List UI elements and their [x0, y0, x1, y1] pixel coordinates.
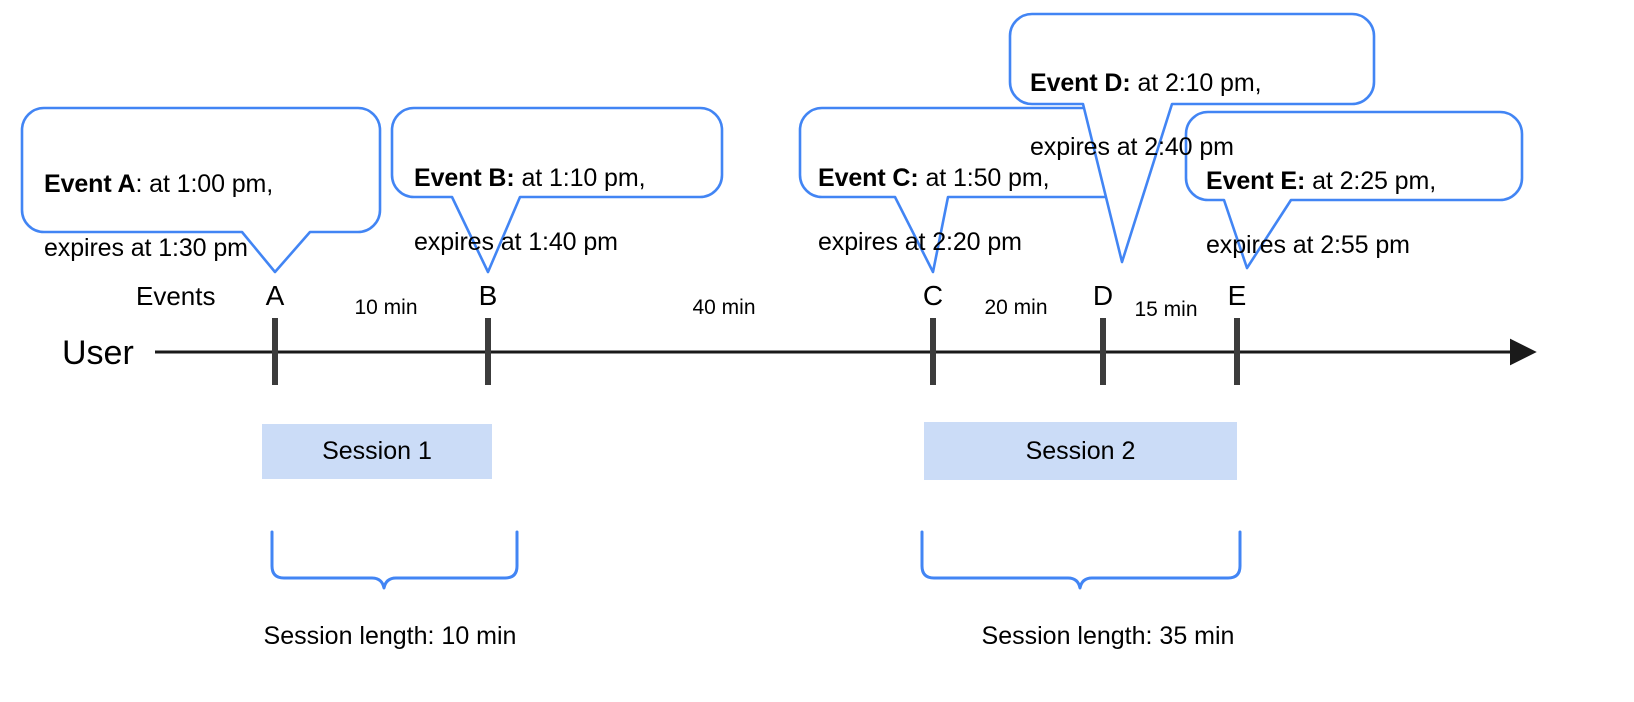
- callout-a-line1: Event A: at 1:00 pm,: [44, 170, 274, 198]
- callout-a-text: Event A: at 1:00 pm, expires at 1:30 pm: [44, 136, 374, 264]
- event-letter-d: D: [1092, 280, 1114, 311]
- event-letter-b: B: [478, 280, 498, 311]
- callout-event-a: [20, 106, 382, 274]
- events-row-label: Events: [136, 281, 216, 311]
- user-axis-label: User: [62, 334, 134, 372]
- interval-label-b-c: 40 min: [692, 296, 756, 319]
- callout-e-shape: [1184, 110, 1524, 270]
- callout-b-line1: Event B: at 1:10 pm,: [414, 164, 646, 192]
- session-2-label: Session 2: [1025, 436, 1136, 465]
- callout-event-d: [1008, 12, 1376, 264]
- session-box-2: Session 2: [924, 422, 1237, 480]
- callout-b-line2: expires at 1:40 pm: [414, 228, 618, 256]
- interval-label-a-b: 10 min: [354, 296, 418, 319]
- callout-d-shape: [1008, 12, 1376, 264]
- callout-e-line1: Event E: at 2:25 pm,: [1206, 167, 1437, 195]
- callout-c-line2: expires at 2:20 pm: [818, 228, 1022, 256]
- callout-e-line2: expires at 2:55 pm: [1206, 231, 1410, 259]
- callout-a-shape: [20, 106, 382, 274]
- callout-b-text: Event B: at 1:10 pm, expires at 1:40 pm: [414, 130, 714, 258]
- callout-b-shape: [390, 106, 724, 274]
- event-letter-e: E: [1227, 280, 1247, 311]
- callout-event-b: [390, 106, 724, 274]
- interval-label-d-e: 15 min: [1134, 298, 1198, 321]
- callout-c-line1: Event C: at 1:50 pm,: [818, 164, 1050, 192]
- event-letter-a: A: [265, 280, 285, 311]
- session-1-length-caption: Session length: 10 min: [263, 622, 517, 650]
- session-2-length-caption: Session length: 35 min: [981, 622, 1235, 650]
- session-2-brace: [920, 530, 1242, 590]
- callout-d-line1: Event D: at 2:10 pm,: [1030, 69, 1262, 97]
- callout-e-text: Event E: at 2:25 pm, expires at 2:55 pm: [1206, 133, 1516, 261]
- session-1-brace: [270, 530, 519, 590]
- session-1-label: Session 1: [322, 437, 432, 465]
- session-box-1: Session 1: [262, 424, 492, 479]
- interval-label-c-d: 20 min: [984, 296, 1048, 319]
- callout-d-text: Event D: at 2:10 pm, expires at 2:40 pm: [1030, 35, 1360, 163]
- callout-c-text: Event C: at 1:50 pm, expires at 2:20 pm: [818, 130, 1128, 258]
- callout-event-e: [1184, 110, 1524, 270]
- event-letter-c: C: [922, 280, 944, 311]
- callout-a-line2: expires at 1:30 pm: [44, 234, 248, 262]
- callout-d-line2: expires at 2:40 pm: [1030, 133, 1234, 161]
